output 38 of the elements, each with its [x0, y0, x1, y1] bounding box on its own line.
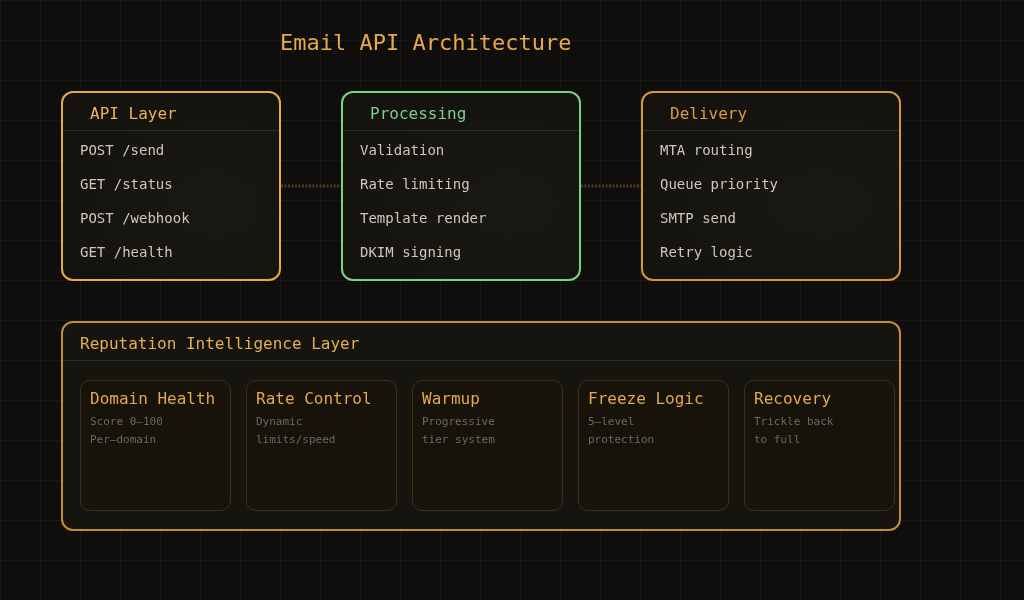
- layer-panel: [341, 91, 581, 281]
- card-title: Warmup: [422, 389, 480, 409]
- group-heading: Reputation Intelligence Layer: [80, 334, 360, 354]
- layer-container: [61, 321, 901, 531]
- list-item: Rate limiting: [360, 175, 470, 194]
- layer-panel: [641, 91, 901, 281]
- list-item: Template render: [360, 209, 487, 228]
- diagram-title: Email API Architecture: [280, 30, 572, 56]
- card-description: Progressive tier system: [422, 414, 496, 448]
- list-item: Validation: [360, 141, 445, 160]
- feature-card: [412, 380, 563, 511]
- card-title: Domain Health: [90, 389, 216, 409]
- dotted-connector: [281, 184, 341, 188]
- list-item: Queue priority: [660, 175, 778, 194]
- dotted-connector: [581, 184, 641, 188]
- list-item: GET /health: [80, 243, 173, 262]
- layer-panel: [61, 91, 281, 281]
- card-description: Score 0–100 Per–domain: [90, 414, 164, 448]
- card-description: Trickle back to full: [754, 414, 835, 448]
- feature-card: [744, 380, 895, 511]
- list-item: MTA routing: [660, 141, 753, 160]
- list-item: DKIM signing: [360, 243, 462, 262]
- list-item: POST /webhook: [80, 209, 190, 228]
- card-description: Dynamic limits/speed: [256, 414, 337, 448]
- list-item: POST /send: [80, 141, 165, 160]
- list-item: SMTP send: [660, 209, 736, 228]
- list-item: Retry logic: [660, 243, 753, 262]
- feature-card: [578, 380, 729, 511]
- feature-card: [80, 380, 231, 511]
- panel-heading: Processing: [370, 104, 467, 124]
- panel-heading: Delivery: [670, 104, 748, 124]
- card-description: 5–level protection: [588, 414, 656, 448]
- feature-card: [246, 380, 397, 511]
- panel-heading: API Layer: [90, 104, 177, 124]
- list-item: GET /status: [80, 175, 173, 194]
- card-title: Recovery: [754, 389, 832, 409]
- card-title: Freeze Logic: [588, 389, 704, 409]
- card-title: Rate Control: [256, 389, 372, 409]
